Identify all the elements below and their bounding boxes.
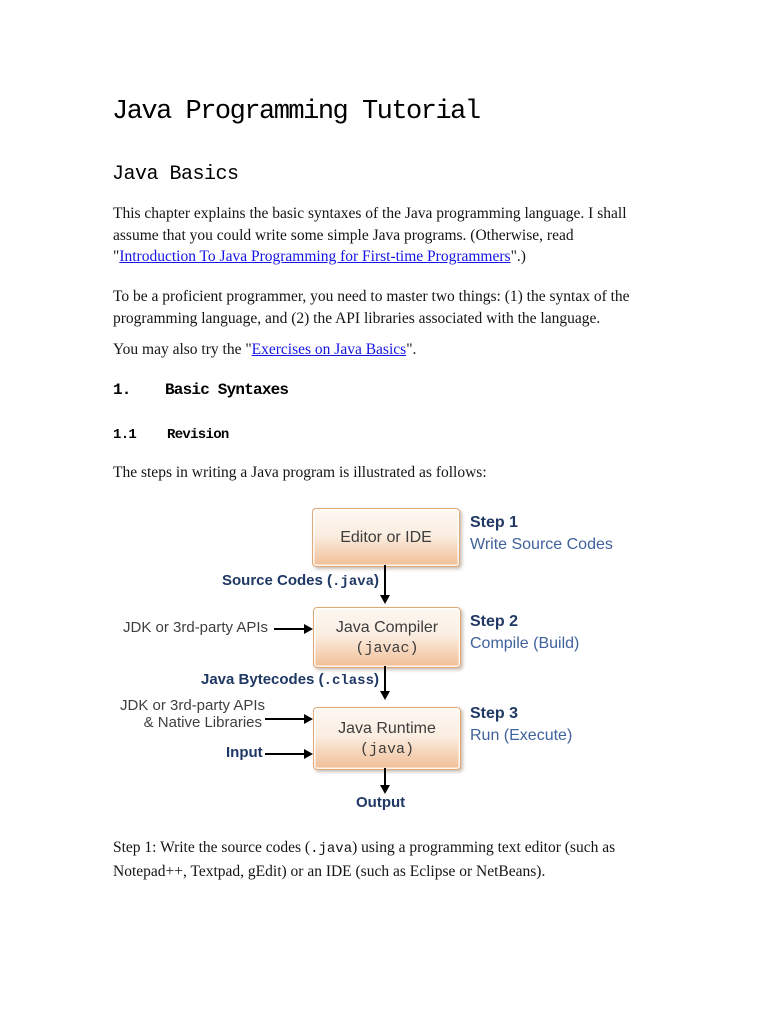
chapter-heading: Java Basics [112,163,239,186]
step1-text-after: ) using a programming text editor (such … [113,839,616,880]
compiler-box-label: Java Compiler [335,618,439,636]
source-codes-extension: .java [332,574,375,590]
step2-title: Step 2 [470,613,519,630]
step3-title: Step 3 [470,705,519,722]
section-heading-basic-syntaxes: 1. Basic Syntaxes [113,381,289,399]
compiler-box-command: (javac) [355,639,419,657]
arrow-native-to-runtime [265,714,313,724]
step1-code-extension: .java [310,841,353,857]
java-program-flow-diagram: Editor or IDE Step 1 Write Source Codes … [0,500,768,830]
step1-description: Write Source Codes [470,536,613,553]
proficient-paragraph: To be a proficient programmer, you need … [113,288,630,327]
runtime-box-command: (java) [359,740,414,758]
source-codes-label: Source Codes (.java) [222,572,379,590]
editor-box-label: Editor or IDE [340,529,432,546]
exercises-link[interactable]: Exercises on Java Basics [251,341,407,358]
arrow-apis-to-compiler [274,624,313,634]
section-number: 1. [113,381,131,399]
page-title: Java Programming Tutorial [112,97,481,127]
step1-annotation: Step 1 Write Source Codes [470,512,613,556]
jdk-apis-native-line2: & Native Libraries [143,714,262,731]
intro-link[interactable]: Introduction To Java Programming for Fir… [119,248,511,265]
bytecodes-text: Java Bytecodes ( [201,671,324,688]
runtime-box: Java Runtime (java) [313,707,461,770]
runtime-box-label: Java Runtime [338,719,436,737]
step1-explanation-paragraph: Step 1: Write the source codes (.java) u… [113,837,659,882]
subsection-number: 1.1 [113,427,137,443]
arrow-compiler-to-runtime [380,666,390,700]
step3-annotation: Step 3 Run (Execute) [470,703,572,747]
exercises-text-before: You may also try the " [113,341,252,358]
bytecodes-extension: .class [323,673,374,689]
section-title: Basic Syntaxes [165,381,289,399]
jdk-apis-label: JDK or 3rd-party APIs [123,619,269,636]
source-codes-text: Source Codes ( [222,572,333,589]
input-label: Input [226,744,263,761]
step1-title: Step 1 [470,514,519,531]
source-codes-close: ) [374,572,380,589]
step2-annotation: Step 2 Compile (Build) [470,611,579,655]
intro-paragraph: This chapter explains the basic syntaxes… [113,203,659,268]
subsection-title: Revision [167,427,229,443]
exercises-paragraph: You may also try the "Exercises on Java … [113,339,659,361]
step2-description: Compile (Build) [470,635,580,652]
arrow-editor-to-compiler [380,565,390,604]
arrow-input-to-runtime [265,749,313,759]
jdk-apis-native-label: JDK or 3rd-party APIs & Native Libraries [120,697,266,731]
editor-box: Editor or IDE [312,508,460,567]
subsection-heading-revision: 1.1 Revision [113,427,229,443]
steps-intro-text: The steps in writing a Java program is i… [113,464,487,481]
step3-description: Run (Execute) [470,727,573,744]
exercises-text-after: ". [406,341,417,358]
step1-text-before: Step 1: Write the source codes ( [113,839,311,856]
bytecodes-close: ) [374,671,379,688]
jdk-apis-native-line1: JDK or 3rd-party APIs [120,697,266,714]
arrow-runtime-to-output [380,768,390,794]
compiler-box: Java Compiler (javac) [313,607,461,668]
bytecodes-label: Java Bytecodes (.class) [201,671,379,689]
intro-text-before: This chapter explains the basic syntaxes… [113,205,627,265]
intro-text-after: ".) [510,248,526,265]
output-label: Output [356,794,406,811]
